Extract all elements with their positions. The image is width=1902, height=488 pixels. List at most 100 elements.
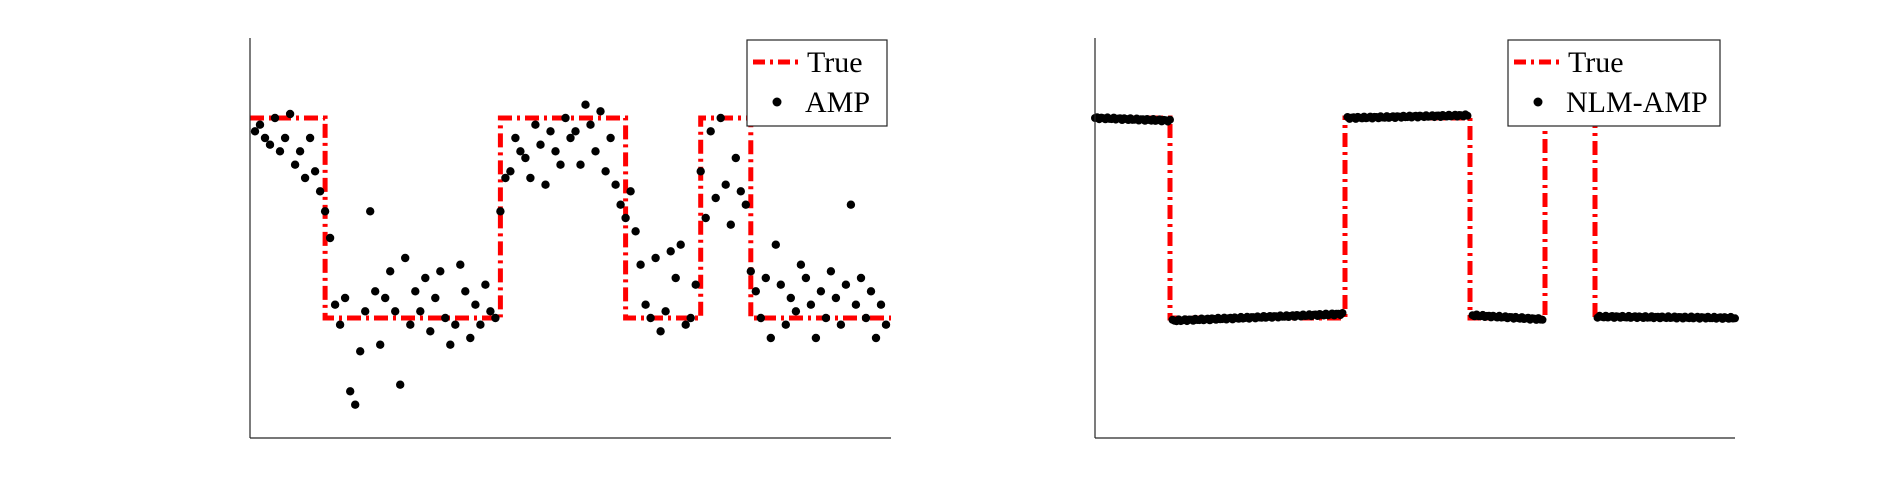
series-amp-point bbox=[651, 253, 660, 263]
series-amp-point bbox=[250, 127, 260, 136]
series-amp-point bbox=[441, 313, 450, 323]
series-amp-point bbox=[531, 120, 540, 129]
series-nlm-amp-point bbox=[1166, 115, 1174, 124]
series-amp-point bbox=[796, 260, 806, 269]
series-amp-point bbox=[671, 273, 680, 283]
series-amp-point bbox=[481, 280, 490, 289]
legend-nlm-amp-label: NLM-AMP bbox=[1566, 86, 1708, 119]
series-amp-point bbox=[255, 120, 265, 129]
series-amp-point bbox=[426, 327, 435, 336]
series-amp-point bbox=[871, 333, 881, 343]
series-amp-point bbox=[461, 287, 470, 296]
series-amp-point bbox=[401, 253, 410, 263]
series-amp-point bbox=[571, 127, 580, 136]
series-nlm-amp-point bbox=[1338, 309, 1347, 317]
series-amp-point bbox=[686, 313, 695, 323]
series-amp-point bbox=[561, 113, 570, 123]
series-nlm-amp-segment bbox=[1593, 311, 1739, 323]
series-amp-point bbox=[511, 133, 520, 143]
series-amp-point bbox=[361, 307, 370, 316]
series-amp-point bbox=[586, 120, 595, 129]
series-amp-point bbox=[456, 260, 465, 269]
series-amp-point bbox=[411, 287, 420, 296]
series-amp-point bbox=[746, 267, 755, 276]
series-true-line bbox=[1095, 115, 1735, 321]
series-amp-point bbox=[300, 173, 310, 183]
series-amp-point bbox=[466, 333, 475, 343]
series-amp-point bbox=[295, 147, 305, 156]
series-amp-point bbox=[736, 187, 745, 196]
series-nlm-amp-point bbox=[1731, 314, 1739, 323]
series-nlm-amp-point bbox=[1538, 315, 1547, 324]
series-amp-point bbox=[711, 193, 720, 203]
series-amp-point bbox=[351, 400, 360, 409]
series-amp-point bbox=[756, 313, 765, 323]
series-amp-point bbox=[811, 333, 821, 343]
series-amp-point bbox=[731, 153, 740, 163]
series-amp-point bbox=[305, 133, 315, 143]
series-amp-point bbox=[320, 207, 330, 216]
series-amp-point bbox=[661, 307, 670, 316]
series-amp-point bbox=[325, 233, 335, 243]
series-amp-point bbox=[726, 220, 735, 229]
series-amp-point bbox=[881, 320, 891, 329]
series-amp-point bbox=[265, 140, 275, 149]
series-amp-point bbox=[801, 273, 811, 283]
series-amp-point bbox=[601, 167, 610, 176]
series-amp-point bbox=[335, 320, 345, 329]
series-amp-point bbox=[260, 133, 270, 143]
series-amp-point bbox=[280, 133, 290, 143]
amp-plot-marks bbox=[250, 100, 891, 409]
series-amp-point bbox=[851, 300, 861, 309]
series-amp-point bbox=[346, 387, 355, 396]
series-amp-point bbox=[371, 287, 380, 296]
series-amp-point bbox=[275, 147, 285, 156]
series-amp-point bbox=[436, 267, 445, 276]
series-amp-point bbox=[491, 313, 500, 323]
series-amp-point bbox=[691, 280, 700, 289]
series-amp-point bbox=[366, 207, 375, 216]
series-amp-point bbox=[526, 173, 535, 183]
series-amp-point bbox=[340, 293, 350, 303]
series-amp-point bbox=[591, 147, 600, 156]
series-amp-point bbox=[751, 287, 760, 296]
series-amp-point bbox=[431, 293, 440, 303]
series-true-line bbox=[250, 115, 891, 321]
series-amp-point bbox=[541, 180, 550, 189]
series-nlm-amp-segment bbox=[1168, 309, 1347, 326]
series-amp-point bbox=[876, 300, 886, 309]
legend-amp-swatch bbox=[772, 97, 782, 107]
series-amp-point bbox=[556, 160, 565, 169]
series-amp-point bbox=[581, 100, 590, 109]
series-amp-point bbox=[791, 307, 801, 316]
series-amp-point bbox=[621, 213, 630, 223]
series-amp-point bbox=[521, 153, 530, 163]
series-amp-point bbox=[496, 207, 505, 216]
legend-box bbox=[1507, 39, 1721, 127]
series-amp-point bbox=[501, 173, 510, 183]
amp-plot-legend: True AMP bbox=[746, 39, 888, 127]
series-amp-point bbox=[786, 293, 795, 303]
legend-amp-label: AMP bbox=[805, 86, 870, 119]
series-amp-point bbox=[270, 113, 280, 123]
series-amp-point bbox=[381, 293, 390, 303]
nlm-amp-plot-legend: True NLM-AMP bbox=[1507, 39, 1721, 127]
series-amp-point bbox=[506, 167, 515, 176]
series-amp-point bbox=[376, 340, 385, 349]
series-amp-point bbox=[816, 287, 826, 296]
series-amp-point bbox=[846, 200, 856, 209]
nlm-amp-plot-marks bbox=[1091, 109, 1739, 326]
series-nlm-amp-point bbox=[1463, 111, 1472, 120]
series-amp-point bbox=[616, 200, 625, 209]
series-amp-point bbox=[486, 307, 495, 316]
series-amp-point bbox=[406, 320, 415, 329]
series-amp-point bbox=[641, 300, 650, 309]
series-amp-point bbox=[826, 267, 836, 276]
series-amp-point bbox=[776, 280, 785, 289]
series-amp-point bbox=[636, 260, 645, 269]
series-amp-point bbox=[701, 213, 710, 223]
legend-nlm-amp-swatch bbox=[1533, 97, 1543, 107]
series-amp-point bbox=[596, 107, 605, 116]
series-amp-point bbox=[551, 147, 560, 156]
series-nlm-amp-segment bbox=[1343, 110, 1472, 123]
